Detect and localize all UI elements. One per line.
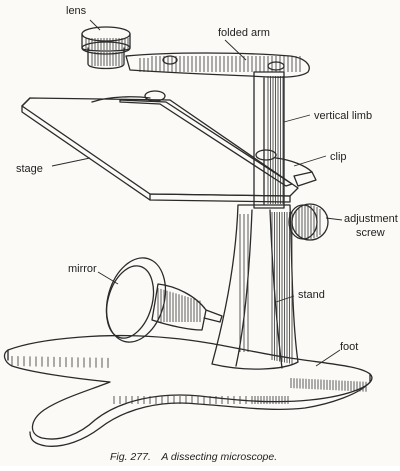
foot [3, 335, 373, 447]
mirror [105, 257, 223, 343]
lens [81, 26, 131, 70]
stage [21, 97, 299, 203]
caption-fig-number: Fig. 277. [110, 451, 151, 463]
vertical-limb [253, 71, 285, 209]
folded-arm [125, 52, 310, 78]
figure-caption: Fig. 277. A dissecting microscope. [110, 451, 277, 463]
leader-lines [51, 19, 343, 367]
label-adjustment: adjustment [344, 213, 398, 225]
label-stand: stand [298, 289, 325, 301]
label-folded-arm: folded arm [218, 27, 270, 39]
label-lens: lens [66, 5, 87, 17]
adjustment-screw [288, 203, 329, 241]
caption-text: A dissecting microscope. [160, 451, 277, 463]
label-clip: clip [330, 151, 347, 163]
label-vertical-limb: vertical limb [314, 110, 372, 122]
stand [211, 204, 299, 370]
label-stage: stage [16, 163, 43, 175]
label-mirror: mirror [68, 263, 97, 275]
clip [91, 90, 317, 187]
label-foot: foot [340, 341, 358, 353]
label-screw: screw [356, 227, 385, 239]
